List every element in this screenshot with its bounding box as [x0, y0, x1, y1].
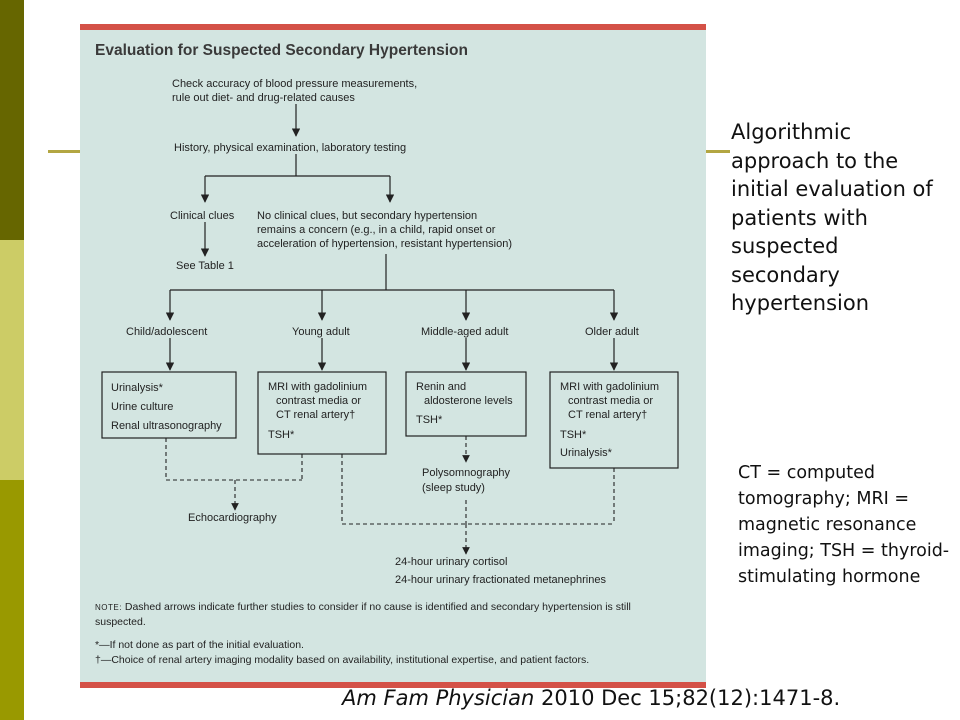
- abbreviations-note: CT = computed tomography; MRI = magnetic…: [738, 463, 950, 587]
- sidebar-stripe-mid: [0, 480, 24, 720]
- figure-note-line1: NOTE: Dashed arrows indicate further stu…: [95, 600, 631, 615]
- echocardiography-label: Echocardiography: [188, 512, 277, 524]
- older-test-4: TSH*: [560, 429, 587, 441]
- older-test-1: MRI with gadolinium: [560, 381, 660, 393]
- middle-test-1: Renin and: [416, 381, 467, 393]
- group-middle-label: Middle-aged adult: [421, 326, 509, 338]
- older-test-5: Urinalysis*: [560, 447, 612, 459]
- young-test-2: contrast media or: [276, 395, 361, 407]
- urine-test-2: 24-hour urinary fractionated metanephrin…: [395, 574, 606, 586]
- no-clues-line1: No clinical clues, but secondary hyperte…: [257, 210, 478, 222]
- young-test-1: MRI with gadolinium: [268, 381, 368, 393]
- child-test-1: Urinalysis*: [111, 382, 163, 394]
- step-check-accuracy-line1: Check accuracy of blood pressure measure…: [172, 78, 418, 90]
- no-clues-line2: remains a concern (e.g., in a child, rap…: [257, 224, 496, 236]
- figure-title: Evaluation for Suspected Secondary Hyper…: [95, 42, 468, 59]
- young-test-3: CT renal artery†: [276, 409, 356, 421]
- older-test-2: contrast media or: [568, 395, 653, 407]
- citation-details: 2010 Dec 15;82(12):1471-8.: [534, 686, 841, 710]
- older-test-3: CT renal artery†: [568, 409, 648, 421]
- sidebar-stripe-dark: [0, 0, 24, 240]
- box-child: [101, 371, 237, 439]
- box-young: [257, 371, 387, 455]
- figure-note-line2: suspected.: [95, 616, 146, 628]
- see-table-label: See Table 1: [176, 260, 234, 272]
- group-older-label: Older adult: [585, 326, 639, 338]
- note-text: Dashed arrows indicate further studies t…: [121, 601, 631, 613]
- step-check-accuracy-line2: rule out diet- and drug-related causes: [172, 92, 355, 104]
- young-test-4: TSH*: [268, 429, 295, 441]
- urine-test-1: 24-hour urinary cortisol: [395, 556, 508, 568]
- middle-test-3: TSH*: [416, 414, 443, 426]
- group-child-label: Child/adolescent: [126, 326, 208, 338]
- slide-caption: Algorithmic approach to the initial eval…: [731, 120, 933, 315]
- polysomnography-line1: Polysomnography: [422, 467, 511, 479]
- flowchart-panel: Evaluation for Suspected Secondary Hyper…: [80, 24, 706, 688]
- polysomnography-line2: (sleep study): [422, 482, 485, 494]
- footnote-dagger: †—Choice of renal artery imaging modalit…: [95, 654, 590, 666]
- citation: Am Fam Physician 2010 Dec 15;82(12):1471…: [342, 686, 840, 710]
- child-test-3: Renal ultrasonography: [111, 420, 222, 432]
- no-clues-line3: acceleration of hypertension, resistant …: [257, 238, 512, 250]
- slide-rule-left: [48, 150, 81, 153]
- step-history-exam: History, physical examination, laborator…: [174, 142, 407, 154]
- clinical-clues-label: Clinical clues: [170, 210, 235, 222]
- sidebar-stripe-light: [0, 240, 24, 480]
- slide-rule-right: [706, 150, 730, 153]
- flowchart-connectors: [101, 104, 679, 555]
- group-young-label: Young adult: [292, 326, 350, 338]
- footnote-star: *—If not done as part of the initial eva…: [95, 639, 304, 651]
- child-test-2: Urine culture: [111, 401, 174, 413]
- middle-test-2: aldosterone levels: [424, 395, 513, 407]
- citation-journal: Am Fam Physician: [342, 686, 535, 710]
- note-label: NOTE:: [95, 603, 122, 612]
